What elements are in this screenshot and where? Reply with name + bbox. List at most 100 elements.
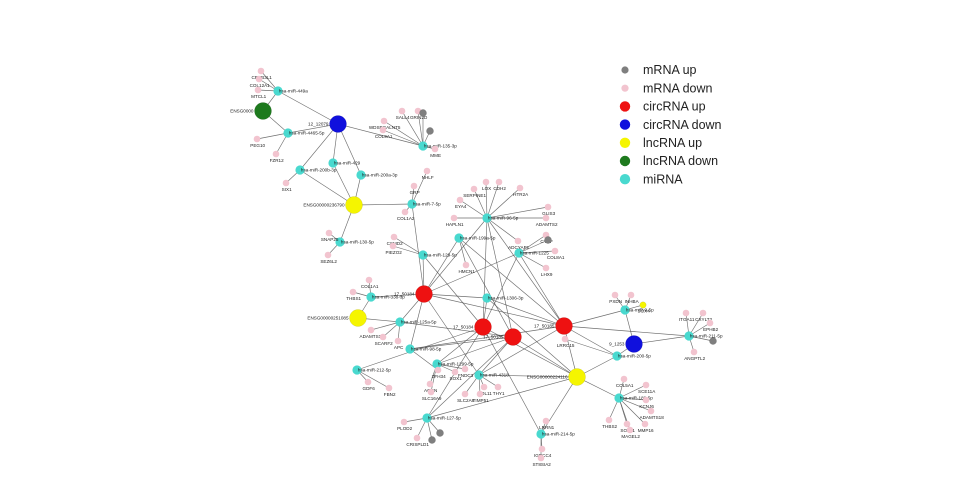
node-marker[interactable] [474, 318, 492, 336]
node-marker[interactable] [605, 416, 613, 424]
node-mrna-down[interactable]: HMCN1 [458, 261, 475, 274]
node-lncrna-down[interactable]: ENSG0000 [230, 102, 272, 120]
node-lncrna-up[interactable]: SOX4 [638, 301, 651, 314]
node-mrna-down[interactable]: COL8A1 [547, 247, 565, 260]
node-mrna-down[interactable]: GLIS3 [542, 203, 556, 216]
node-marker[interactable] [480, 383, 488, 391]
node-mrna-down[interactable]: ADAMTS18 [640, 407, 665, 420]
node-marker[interactable] [462, 261, 470, 269]
node-marker[interactable] [390, 233, 398, 241]
node-mrna-down[interactable]: LOX [482, 178, 491, 191]
node-mirna[interactable]: hsa-miR-125a-5p [395, 317, 437, 327]
node-mirna[interactable]: hsa-miR-429 [328, 158, 361, 168]
node-marker[interactable] [345, 196, 363, 214]
node-lncrna-up[interactable]: ENSG00000224116 [527, 368, 586, 386]
node-marker[interactable] [537, 454, 545, 462]
node-marker[interactable] [542, 417, 550, 425]
node-mirna[interactable]: hsa-miR-212-5p [352, 365, 391, 375]
node-mirna[interactable]: hsa-miR-1306-3p [482, 293, 524, 303]
node-marker[interactable] [699, 309, 707, 317]
node-mrna-down[interactable]: SERPINE1 [463, 185, 486, 198]
node-mrna-down[interactable]: CRISPLD1 [406, 434, 429, 447]
node-mrna-down[interactable]: CXYLT2 [695, 309, 713, 322]
node-marker[interactable] [514, 248, 524, 258]
node-mrna-down[interactable]: PLOD2 [397, 418, 413, 431]
node-marker[interactable] [461, 390, 469, 398]
node-marker[interactable] [253, 135, 261, 143]
node-circrna-up[interactable]: 17_50184 [453, 318, 492, 336]
node-mrna-down[interactable]: SOX1 [450, 368, 463, 381]
node-marker[interactable] [611, 291, 619, 299]
node-marker[interactable] [426, 127, 434, 135]
node-marker[interactable] [551, 247, 559, 255]
node-marker[interactable] [426, 380, 434, 388]
node-marker[interactable] [612, 351, 622, 361]
node-marker[interactable] [434, 366, 442, 374]
node-marker[interactable] [283, 128, 293, 138]
node-marker[interactable] [254, 102, 272, 120]
node-circrna-up[interactable]: 17_50185 [534, 317, 573, 335]
node-marker[interactable] [461, 365, 469, 373]
node-marker[interactable] [395, 317, 405, 327]
node-mrna-down[interactable]: ANGPTL2 [684, 348, 706, 361]
node-mirna[interactable]: hsa-miR-200-5p [612, 351, 651, 361]
node-marker[interactable] [620, 305, 630, 315]
node-mirna[interactable]: hsa-miR-1299-5p [432, 359, 474, 369]
node-marker[interactable] [561, 335, 569, 343]
node-marker[interactable] [367, 326, 375, 334]
node-mirna[interactable]: hsa-miR-127-5p [422, 413, 461, 423]
node-marker[interactable] [451, 368, 459, 376]
node-mrna-down[interactable]: FBN2 [384, 384, 396, 397]
node-marker[interactable] [257, 67, 265, 75]
node-mrna-down[interactable]: SALL4 [396, 107, 410, 120]
node-mrna-down[interactable]: MTCL1 [251, 86, 267, 99]
node-mirna[interactable]: hsa-miR-9-5p [620, 305, 654, 315]
node-marker[interactable] [538, 445, 546, 453]
node-mrna-down[interactable]: NHLF [422, 167, 434, 180]
node-mrna-down[interactable]: SCE11A [638, 381, 656, 394]
node-marker[interactable] [647, 407, 655, 415]
node-mrna-down[interactable]: CDH2 [493, 178, 506, 191]
node-mrna-down[interactable]: EYA4 [455, 196, 467, 209]
node-marker[interactable] [364, 378, 372, 386]
node-mrna-up[interactable] [544, 236, 552, 244]
node-mrna-down[interactable]: SCARF2 [375, 333, 394, 346]
node-marker[interactable] [422, 413, 432, 423]
node-marker[interactable] [389, 242, 397, 250]
node-marker[interactable] [544, 203, 552, 211]
node-mirna[interactable]: hsa-miR-1225 [514, 248, 549, 258]
node-mrna-up[interactable] [428, 436, 436, 444]
node-mrna-down[interactable]: SEZ6L2 [320, 251, 337, 264]
node-marker[interactable] [335, 237, 345, 247]
node-mrna-down[interactable]: LHX9 [541, 264, 553, 277]
node-marker[interactable] [555, 317, 573, 335]
node-marker[interactable] [349, 309, 367, 327]
node-mrna-down[interactable]: ZFH34 [432, 366, 446, 379]
node-marker[interactable] [470, 185, 478, 193]
node-mrna-down[interactable]: CREB3L1 [251, 67, 272, 80]
node-mrna-down[interactable]: EPHB2 [703, 319, 719, 332]
node-marker[interactable] [282, 179, 290, 187]
node-marker[interactable] [328, 158, 338, 168]
node-marker[interactable] [385, 384, 393, 392]
node-marker[interactable] [254, 86, 262, 94]
node-marker[interactable] [325, 229, 333, 237]
node-lncrna-up[interactable]: ENSG00000251085 [307, 309, 367, 327]
node-mrna-down[interactable]: TIMP51 [473, 390, 490, 403]
node-marker[interactable] [568, 368, 586, 386]
node-mrna-down[interactable]: APC [394, 337, 404, 350]
node-mrna-down[interactable]: ADAMTS2 [536, 214, 558, 227]
node-mrna-up[interactable] [419, 109, 427, 117]
node-circrna-down[interactable]: 9_1253 [609, 335, 643, 353]
node-mirna[interactable]: hsa-miR-211-5p [684, 331, 723, 341]
node-marker[interactable] [476, 390, 484, 398]
node-mrna-down[interactable]: ADCYAP1 [508, 237, 530, 250]
node-mrna-down[interactable]: FZR12 [270, 150, 284, 163]
node-marker[interactable] [544, 236, 552, 244]
node-marker[interactable] [329, 115, 347, 133]
node-mrna-down[interactable]: KCNJ6 [639, 396, 654, 409]
node-marker[interactable] [542, 264, 550, 272]
node-marker[interactable] [454, 233, 464, 243]
node-mrna-down[interactable]: SNAP25 [321, 229, 339, 242]
node-mrna-down[interactable]: HTR2A [513, 184, 529, 197]
